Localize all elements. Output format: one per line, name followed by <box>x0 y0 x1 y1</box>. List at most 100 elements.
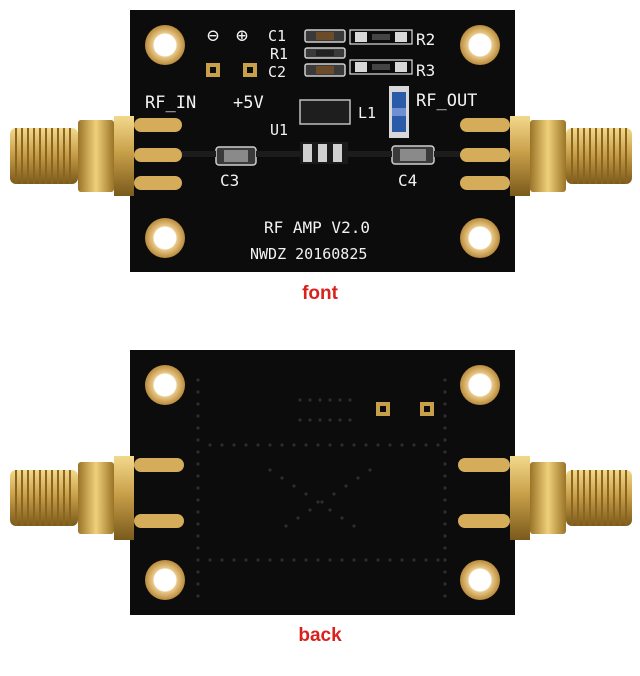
via-dot <box>196 438 200 442</box>
via-dot <box>328 418 332 422</box>
via-dot <box>352 443 356 447</box>
back-pcb <box>130 350 515 615</box>
via-dot <box>376 443 380 447</box>
via-dot <box>196 402 200 406</box>
via-dot <box>328 443 332 447</box>
silk-rf-in: RF_IN <box>145 93 196 113</box>
back-sma-connector-left <box>10 456 184 540</box>
via-dot <box>292 558 296 562</box>
via-dot <box>443 462 447 466</box>
via-dot <box>298 418 302 422</box>
back-caption: back <box>298 625 342 646</box>
via-dot <box>280 443 284 447</box>
via-dot <box>308 508 312 512</box>
front-board: ⊖ ⊕ C1 R1 C2 R2 R3 RF_IN +5V U1 L1 RF_OU… <box>10 10 632 272</box>
via-dot <box>280 558 284 562</box>
via-dot <box>443 594 447 598</box>
via-dot <box>443 474 447 478</box>
silk-c3: C3 <box>220 171 239 190</box>
via-dot <box>196 414 200 418</box>
front-mounting-holes <box>145 25 500 258</box>
via-dot <box>348 398 352 402</box>
via-dot <box>208 443 212 447</box>
via-dot <box>196 462 200 466</box>
via-dot <box>340 516 344 520</box>
via-dot <box>328 508 332 512</box>
via-dot <box>308 418 312 422</box>
via-dot <box>232 443 236 447</box>
via-dot <box>220 558 224 562</box>
via-dot <box>298 398 302 402</box>
silk-u1: U1 <box>270 121 288 139</box>
via-dot <box>443 534 447 538</box>
silk-r2: R2 <box>416 30 435 49</box>
via-dot <box>443 438 447 442</box>
via-dot <box>196 474 200 478</box>
via-dot <box>304 443 308 447</box>
silk-c4: C4 <box>398 171 417 190</box>
via-dot <box>348 418 352 422</box>
via-dot <box>443 582 447 586</box>
front-silkscreen: ⊖ ⊕ C1 R1 C2 R2 R3 RF_IN +5V U1 L1 RF_OU… <box>145 23 477 263</box>
via-dot <box>338 398 342 402</box>
via-dot <box>196 534 200 538</box>
via-dot <box>364 558 368 562</box>
via-dot <box>196 582 200 586</box>
via-dot <box>196 486 200 490</box>
via-dot <box>338 418 342 422</box>
via-dot <box>443 390 447 394</box>
via-dot <box>284 524 288 528</box>
via-dot <box>352 524 356 528</box>
via-dot <box>424 443 428 447</box>
via-dot <box>368 468 372 472</box>
via-dot <box>268 558 272 562</box>
via-dot <box>443 402 447 406</box>
via-dot <box>400 443 404 447</box>
sma-connector-rf-out <box>460 116 632 196</box>
via-dot <box>244 558 248 562</box>
via-dot <box>196 558 200 562</box>
via-dot <box>436 558 440 562</box>
via-dot <box>318 418 322 422</box>
via-dot <box>196 546 200 550</box>
via-dot <box>443 546 447 550</box>
sma-connector-rf-in <box>10 116 182 196</box>
via-dot <box>256 443 260 447</box>
front-caption: font <box>302 283 338 304</box>
via-dot <box>308 398 312 402</box>
via-dot <box>296 516 300 520</box>
via-dot <box>424 558 428 562</box>
via-dot <box>443 414 447 418</box>
via-dot <box>443 570 447 574</box>
via-dot <box>316 500 320 504</box>
via-dot <box>318 398 322 402</box>
via-dot <box>412 558 416 562</box>
via-dot <box>443 522 447 526</box>
smd-components <box>304 29 413 77</box>
via-dot <box>196 390 200 394</box>
via-dot <box>376 558 380 562</box>
via-dot <box>196 378 200 382</box>
via-dot <box>220 443 224 447</box>
via-dot <box>400 558 404 562</box>
via-dot <box>268 468 272 472</box>
via-dot <box>332 492 336 496</box>
via-dot <box>364 443 368 447</box>
via-dot <box>328 558 332 562</box>
amplifier-chip-u1 <box>299 99 351 164</box>
via-dot <box>196 498 200 502</box>
via-dot <box>256 558 260 562</box>
via-dot <box>292 484 296 488</box>
silk-rf-out: RF_OUT <box>416 91 477 111</box>
silk-title: RF AMP V2.0 <box>264 218 370 237</box>
via-dot <box>280 476 284 480</box>
silk-maker: NWDZ 20160825 <box>250 245 367 263</box>
silk-c2: C2 <box>268 63 286 81</box>
via-dot <box>292 443 296 447</box>
via-dot <box>352 558 356 562</box>
inductor-l1 <box>389 86 409 138</box>
via-dot <box>304 558 308 562</box>
back-sma-connector-right <box>458 456 632 540</box>
via-field <box>196 378 447 598</box>
